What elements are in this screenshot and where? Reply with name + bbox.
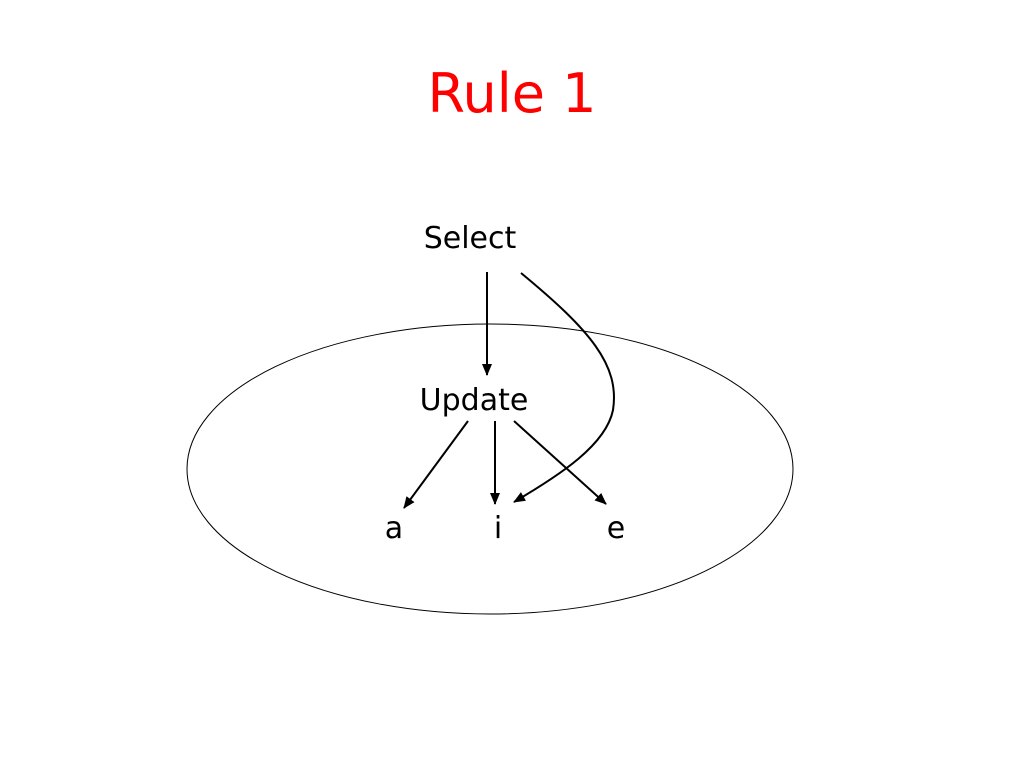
node-update: Update: [420, 383, 529, 418]
node-a: a: [385, 511, 403, 546]
slide-title: Rule 1: [427, 62, 597, 125]
edge-select-i: [513, 272, 615, 503]
edge-update-e: [513, 420, 607, 505]
node-i: i: [494, 511, 502, 546]
node-e: e: [607, 511, 625, 546]
node-select: Select: [424, 221, 517, 256]
edge-update-a: [403, 420, 469, 509]
enclosing-ellipse: [186, 323, 794, 615]
